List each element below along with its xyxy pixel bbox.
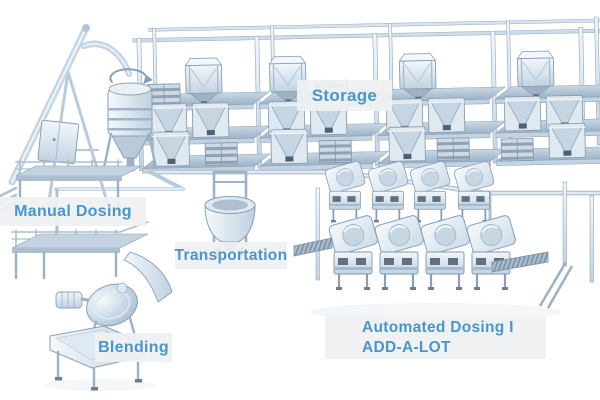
label-automated-dosing: Automated Dosing I ADD-A-LOT (325, 317, 546, 359)
blending-line (11, 221, 173, 391)
label-automated-dosing-line2: ADD-A-LOT (362, 339, 451, 356)
label-transportation: Transportation (175, 242, 287, 269)
label-blending: Blending (95, 333, 172, 362)
transportation-trolley (204, 170, 256, 257)
label-automated-dosing-line1: Automated Dosing I (362, 319, 514, 336)
label-manual-dosing: Manual Dosing (0, 197, 146, 226)
blender-drum (55, 282, 138, 344)
label-storage: Storage (297, 80, 392, 111)
automated-dosing-grid (293, 159, 594, 309)
dosing-platform (0, 159, 143, 216)
manual-dosing-station (0, 24, 158, 216)
cone-blender-vessel (102, 82, 158, 172)
control-cabinet (37, 119, 80, 165)
